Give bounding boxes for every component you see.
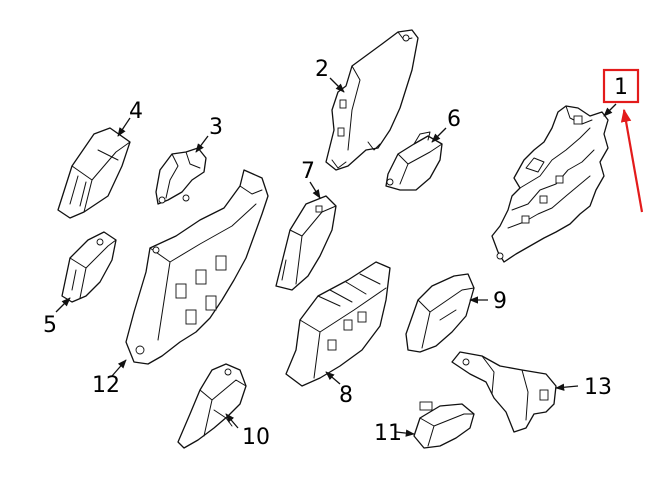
callout-4: 4	[129, 99, 143, 124]
part-11-sensor	[413, 401, 475, 449]
callout-1-red-arrow	[620, 108, 644, 213]
callout-10: 10	[242, 425, 270, 450]
part-10-sensor	[177, 363, 247, 449]
leader-line-5	[55, 297, 71, 313]
part-12-carrier-bracket	[125, 169, 269, 365]
part-3-sensor	[155, 147, 207, 205]
leader-line-1	[603, 103, 617, 117]
callout-2: 2	[315, 57, 329, 82]
leader-line-6	[431, 127, 447, 143]
leader-line-10	[225, 413, 239, 429]
callout-11: 11	[374, 421, 402, 446]
leader-line-2	[329, 77, 345, 93]
callout-1: 1	[614, 75, 628, 100]
leader-line-7	[309, 181, 321, 199]
part-7-module	[275, 195, 337, 291]
leader-line-12	[111, 359, 127, 377]
callout-9: 9	[493, 289, 507, 314]
part-1-bracket-assembly	[491, 105, 609, 263]
leader-line-8	[325, 371, 341, 385]
callout-5: 5	[43, 313, 57, 338]
leader-line-13	[555, 383, 579, 391]
leader-line-4	[117, 117, 131, 137]
callout-1-highlight-box	[602, 68, 640, 104]
part-4-module	[57, 127, 131, 219]
part-2-control-module	[325, 29, 419, 171]
callout-8: 8	[339, 383, 353, 408]
part-13-bracket	[451, 351, 557, 433]
callout-7: 7	[301, 159, 315, 184]
leader-line-11	[395, 429, 415, 437]
leader-line-3	[195, 135, 209, 153]
part-5-module	[61, 231, 117, 303]
callout-13: 13	[584, 375, 612, 400]
part-6-module	[385, 131, 443, 191]
callout-3: 3	[209, 115, 223, 140]
callout-6: 6	[447, 107, 461, 132]
part-9-module	[405, 273, 475, 353]
part-8-module	[285, 261, 391, 387]
callout-12: 12	[92, 373, 120, 398]
